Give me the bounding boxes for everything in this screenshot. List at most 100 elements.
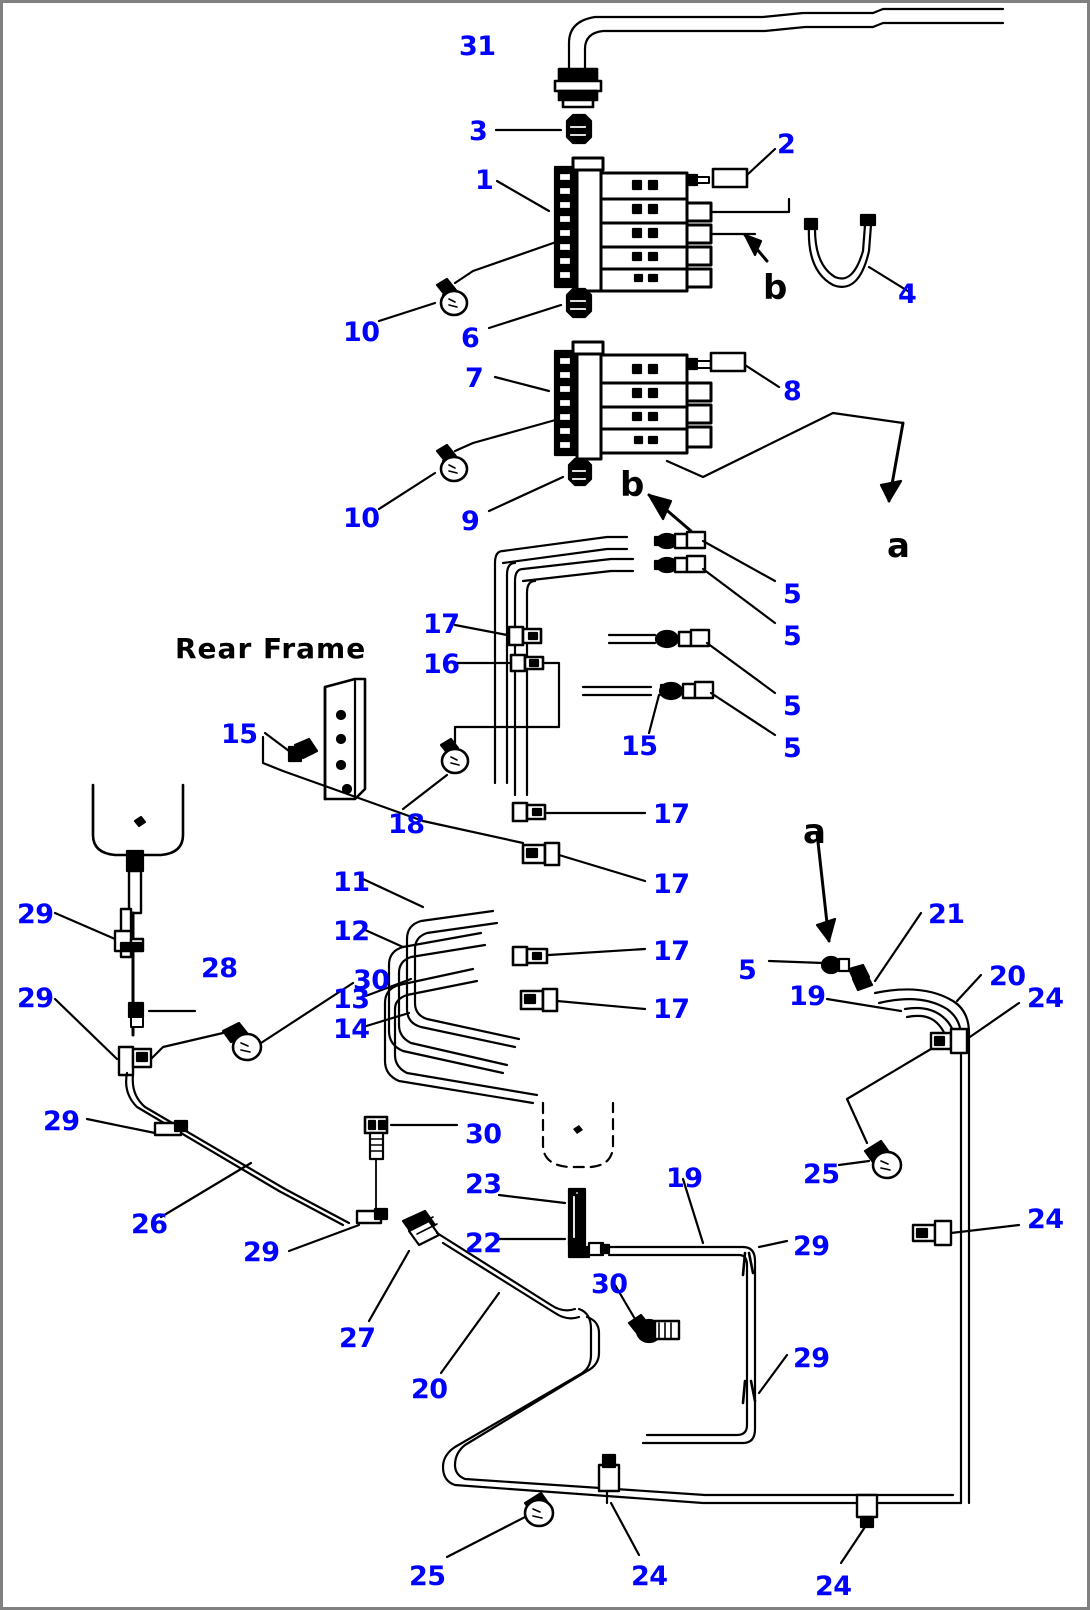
- leader-27: [367, 1249, 411, 1323]
- leader-18: [401, 773, 449, 811]
- leader-30a: [259, 981, 355, 1045]
- callout-10-lower: 10: [343, 503, 380, 534]
- callout-8: 8: [783, 376, 802, 407]
- leader-20c: [955, 973, 983, 1003]
- clamp-17-top: [507, 625, 543, 647]
- bolt-30c: [627, 1313, 681, 1344]
- fitting-3: [565, 113, 593, 145]
- callout-5-e: 5: [738, 955, 757, 986]
- leader-29a: [53, 911, 117, 941]
- clamp-24a: [929, 1027, 969, 1055]
- callout-27: 27: [339, 1323, 376, 1354]
- leader-24a: [965, 1001, 1021, 1041]
- leader-17e: [555, 999, 647, 1011]
- leader-9: [487, 475, 565, 513]
- clamp-17-d: [511, 945, 549, 967]
- section-marker-a-upper: a: [887, 526, 910, 566]
- pipe-26: [125, 1071, 351, 1227]
- callout-25-a: 25: [803, 1159, 840, 1190]
- callout-21: 21: [928, 899, 965, 930]
- diagram-artwork: [53, 7, 1021, 1565]
- callout-17-e: 17: [653, 994, 690, 1025]
- leader-29b: [53, 997, 119, 1061]
- callout-29-a: 29: [17, 899, 54, 930]
- clamp-17-c: [521, 841, 561, 867]
- callout-9: 9: [461, 506, 480, 537]
- callout-5-c: 5: [783, 691, 802, 722]
- pipe-20-bottom: [441, 1307, 963, 1505]
- rear-frame-bracket: [323, 677, 367, 801]
- leader-15a-long: [261, 735, 525, 845]
- pipe-20c: [873, 988, 971, 1505]
- leader-14: [361, 1011, 411, 1029]
- callout-17-d: 17: [653, 936, 690, 967]
- leader-15a: [263, 731, 291, 753]
- fitting-31-base: [553, 67, 603, 109]
- bolt-30b: [363, 1115, 389, 1216]
- clamp-29b: [117, 1045, 153, 1077]
- tick-29f: [741, 1379, 757, 1405]
- callout-24-b: 24: [1027, 1204, 1064, 1235]
- leader-12: [361, 927, 405, 949]
- callout-5-b: 5: [783, 621, 802, 652]
- leader-24c: [609, 1501, 641, 1557]
- callout-15-b: 15: [621, 731, 658, 762]
- callout-19-b: 19: [666, 1163, 703, 1194]
- leader-17d: [547, 947, 647, 957]
- fittings-5-group: [653, 530, 715, 701]
- tick-29e: [741, 1251, 755, 1277]
- bolt-10a: [435, 277, 469, 317]
- leader-30c: [613, 1283, 637, 1321]
- callout-5-d: 5: [783, 733, 802, 764]
- callout-29-b: 29: [17, 983, 54, 1014]
- leader-10b-2: [377, 471, 437, 511]
- callout-15-a: 15: [221, 719, 258, 750]
- callout-22: 22: [465, 1228, 502, 1259]
- bolt-10b: [435, 443, 469, 483]
- leader-29e: [757, 1239, 789, 1249]
- leader-13: [361, 977, 413, 999]
- pipe-20a: [435, 1231, 581, 1320]
- valve-block-1: [553, 156, 713, 293]
- leader-11: [361, 877, 425, 909]
- leader-10a-2: [377, 301, 437, 323]
- leader-5b: [701, 567, 777, 625]
- callout-30-a: 30: [353, 965, 390, 996]
- leader-16-wrap: [531, 661, 561, 729]
- pipe-stubs-to-5: [581, 633, 657, 697]
- callout-30-c: 30: [591, 1269, 628, 1300]
- clamp-16: [509, 653, 545, 673]
- leader-7: [493, 375, 551, 393]
- fitting-5-right: [820, 955, 851, 975]
- leader-6: [487, 303, 563, 330]
- leader-29c: [85, 1117, 157, 1135]
- callout-29-f: 29: [793, 1343, 830, 1374]
- callout-17-a: 17: [423, 609, 460, 640]
- callout-4: 4: [898, 279, 917, 310]
- clamp-24d: [839, 1493, 879, 1565]
- clamp-29d: [355, 1207, 389, 1225]
- section-marker-b-upper: b: [763, 268, 788, 308]
- leader-19b: [681, 1177, 705, 1245]
- hoses-11-14: [383, 909, 539, 1105]
- stud-15: [287, 737, 319, 763]
- callout-30-b: 30: [465, 1119, 502, 1150]
- leader-8: [743, 363, 781, 389]
- hose-4: [803, 213, 877, 288]
- callout-14: 14: [333, 1014, 370, 1045]
- callout-23: 23: [465, 1169, 502, 1200]
- leader-5c: [705, 641, 777, 695]
- leader-15b: [647, 693, 661, 735]
- leader-4: [867, 265, 913, 295]
- leader-21: [873, 911, 923, 983]
- leader-25a: [837, 1159, 871, 1167]
- callout-31: 31: [459, 31, 496, 62]
- leader-2: [745, 147, 777, 177]
- left-cylinder-assembly: [91, 783, 185, 1037]
- callout-19-a: 19: [789, 981, 826, 1012]
- callout-24-d: 24: [815, 1571, 852, 1602]
- leader-5d: [709, 691, 777, 737]
- bolt-25b: [523, 1491, 555, 1528]
- callout-5-a: 5: [783, 579, 802, 610]
